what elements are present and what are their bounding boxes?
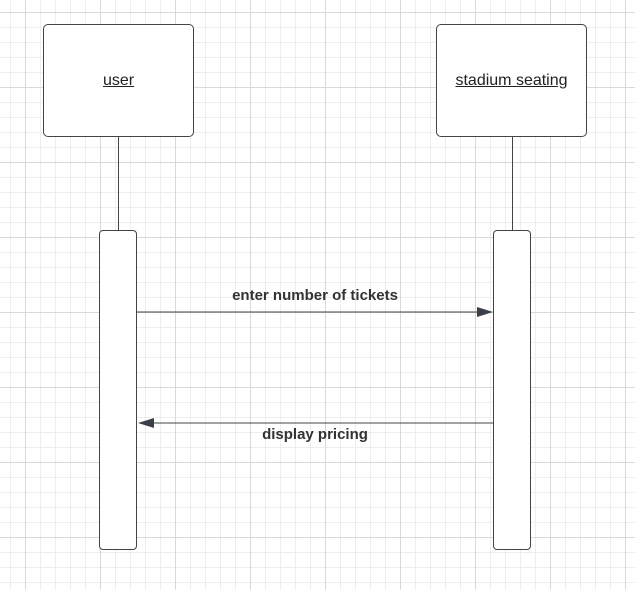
message-label-display-pricing: display pricing — [262, 426, 368, 443]
arrowhead-right — [477, 307, 493, 317]
message-label-enter-tickets: enter number of tickets — [232, 287, 398, 304]
activation-bar-stadium-seating[interactable] — [493, 230, 531, 550]
activation-bar-user[interactable] — [99, 230, 137, 550]
arrowhead-left — [138, 418, 154, 428]
lifeline-user — [118, 137, 119, 231]
participant-user-label: user — [102, 71, 135, 89]
participant-stadium-seating[interactable]: stadium seating — [436, 24, 587, 137]
participant-user[interactable]: user — [43, 24, 194, 137]
participant-stadium-seating-label: stadium seating — [455, 71, 568, 89]
lifeline-stadium-seating — [512, 137, 513, 231]
